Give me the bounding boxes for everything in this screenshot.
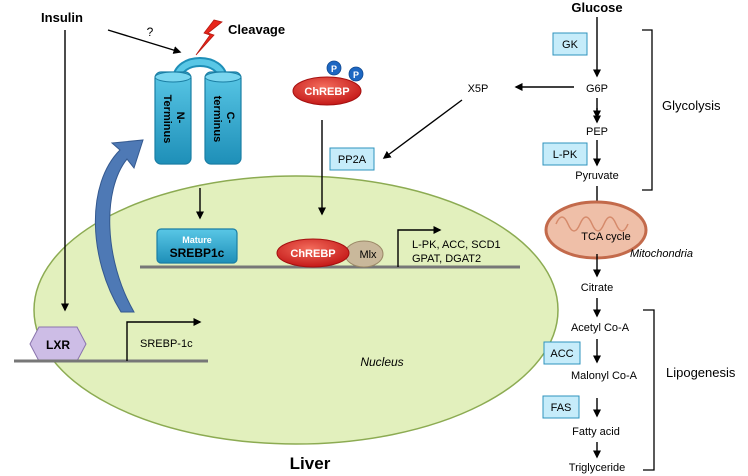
targets-line2: GPAT, DGAT2	[412, 253, 481, 265]
glucose-label: Glucose	[571, 0, 622, 15]
c-terminus-line1: C-	[224, 112, 236, 124]
phospho-icon-1	[326, 60, 342, 76]
srebp-precursor	[154, 57, 242, 165]
citrate-label: Citrate	[581, 282, 613, 294]
pep-label: PEP	[586, 126, 608, 138]
mitochondrion-icon	[544, 200, 648, 260]
mitochondria-label: Mitochondria	[630, 248, 693, 260]
mature-srebp1c-box	[156, 228, 238, 264]
phospho-label-2: P	[353, 70, 359, 80]
pp2a-box	[329, 147, 375, 171]
triglyceride-label: Triglyceride	[569, 462, 625, 474]
tca-label: TCA cycle	[581, 231, 631, 243]
n-terminus-label: N- Terminus	[161, 95, 186, 144]
lpk-label: L-PK	[553, 149, 578, 161]
lxr-to-srebp-curved-arrow	[94, 139, 144, 313]
cleavage-bolt-icon	[195, 19, 223, 56]
insulin-to-srebp-arrow	[107, 29, 182, 54]
fas-box	[542, 395, 580, 419]
nucleus-label: Nucleus	[360, 355, 403, 369]
srebp1c-gene-label: SREBP-1c	[140, 338, 193, 350]
mature-label: Mature	[182, 235, 212, 245]
question-mark: ?	[147, 25, 154, 39]
liver-label: Liver	[290, 454, 331, 473]
pp2a-label: PP2A	[338, 154, 367, 166]
lipogenesis-bracket	[643, 309, 655, 471]
nucleus-ellipse	[33, 175, 559, 445]
insulin-label: Insulin	[41, 10, 83, 25]
x5p-label: X5P	[468, 83, 489, 95]
chrebp-nucleus-label: ChREBP	[290, 248, 335, 260]
chrebp-cytosol-label: ChREBP	[304, 86, 349, 98]
fas-label: FAS	[551, 402, 572, 414]
gk-box	[552, 32, 588, 56]
c-terminus-label: C- terminus	[211, 96, 236, 142]
targets-line1: L-PK, ACC, SCD1	[412, 239, 501, 251]
mlx-label: Mlx	[359, 249, 377, 261]
fatty-acid-label: Fatty acid	[572, 426, 620, 438]
acetyl-coa-label: Acetyl Co-A	[571, 322, 630, 334]
lpk-box	[542, 142, 588, 166]
malonyl-coa-label: Malonyl Co-A	[571, 370, 638, 382]
target-promoter-arrow	[397, 226, 442, 267]
lxr-label: LXR	[46, 338, 70, 352]
acc-label: ACC	[550, 348, 573, 360]
phospho-icon-2	[348, 66, 364, 82]
lipogenesis-label: Lipogenesis	[666, 365, 736, 380]
cleavage-label: Cleavage	[228, 22, 285, 37]
c-terminus-line2: terminus	[211, 96, 223, 142]
g6p-label: G6P	[586, 83, 608, 95]
gk-label: GK	[562, 39, 579, 51]
acc-box	[543, 341, 581, 365]
chrebp-nucleus	[276, 238, 350, 268]
n-terminus-line1: N-	[174, 112, 186, 124]
mature-srebp1c-label: SREBP1c	[170, 246, 225, 260]
glycolysis-bracket	[642, 29, 653, 191]
n-terminus-line2: Terminus	[161, 95, 173, 144]
phospho-label-1: P	[331, 64, 337, 74]
glycolysis-label: Glycolysis	[662, 98, 721, 113]
x5p-to-pp2a-arrow	[382, 99, 463, 159]
pyruvate-label: Pyruvate	[575, 170, 618, 182]
srebp1c-promoter-arrow	[126, 318, 202, 361]
chrebp-cytosol	[292, 76, 362, 106]
